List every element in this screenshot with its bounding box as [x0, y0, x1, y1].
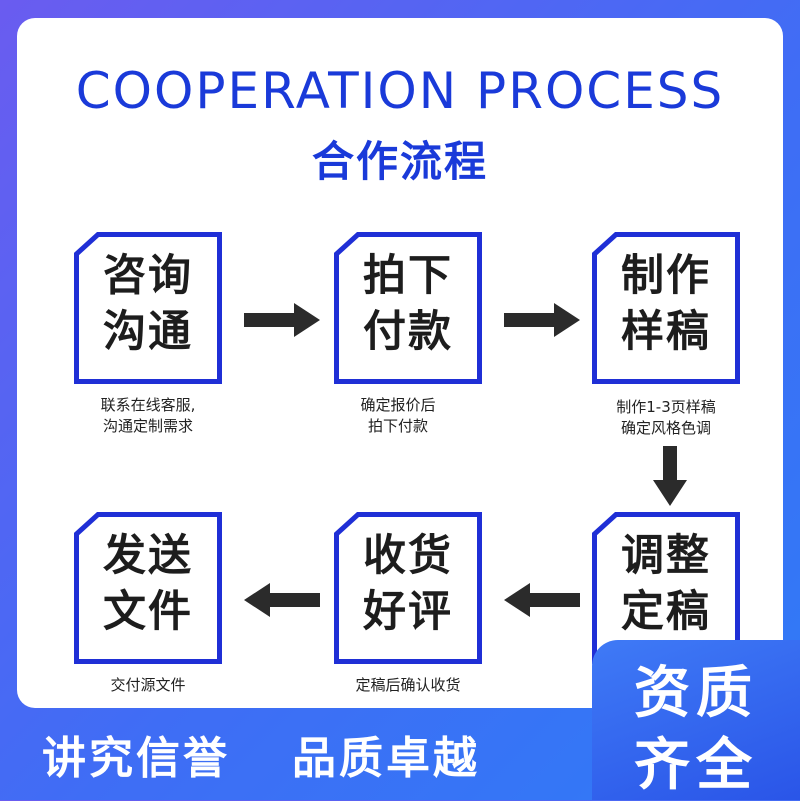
step-frame	[592, 232, 740, 384]
step-title-line2: 沟通	[103, 307, 193, 357]
step-title-line2: 样稿	[621, 307, 711, 357]
step-consult: 咨询 沟通	[74, 232, 222, 384]
step-title-line1: 发送	[103, 531, 193, 581]
step-title-line1: 收货	[363, 531, 453, 581]
step-desc-line1: 定稿后确认收货	[355, 676, 461, 694]
step-receive: 收货 好评	[334, 512, 482, 664]
step-desc-line1: 交付源文件	[110, 676, 186, 694]
step-description: 确定报价后 拍下付款	[303, 395, 493, 437]
step-title-line1: 咨询	[103, 251, 193, 301]
step-draft: 制作 样稿	[592, 232, 740, 384]
arrow-left-icon	[504, 583, 580, 617]
step-description: 制作1-3页样稿 确定风格色调	[571, 397, 761, 439]
step-title-line1: 制作	[621, 251, 711, 301]
arrow-right-icon	[504, 303, 580, 337]
step-frame	[74, 512, 222, 664]
slogan-right: 品质卓越	[292, 733, 480, 784]
arrow-right-icon	[244, 303, 320, 337]
step-title-line1: 调整	[621, 531, 711, 581]
arrow-left-icon	[244, 583, 320, 617]
step-frame	[74, 232, 222, 384]
step-pay: 拍下 付款	[334, 232, 482, 384]
title-chinese: 合作流程	[311, 137, 488, 186]
step-desc-line2: 拍下付款	[367, 417, 428, 435]
slogan-left: 讲究信誉	[42, 733, 230, 784]
title-english: COOPERATION PROCESS	[75, 62, 725, 120]
badge-line1: 资质	[634, 661, 758, 726]
step-desc-line1: 制作1-3页样稿	[616, 398, 716, 416]
step-description: 定稿后确认收货	[313, 675, 503, 696]
step-title-line2: 付款	[363, 307, 453, 357]
step-desc-line2: 确定风格色调	[620, 419, 711, 437]
step-frame	[592, 512, 740, 664]
step-frame	[334, 232, 482, 384]
arrow-down-icon	[653, 446, 687, 506]
step-frame	[334, 512, 482, 664]
step-desc-line1: 确定报价后	[360, 396, 436, 414]
step-adjust: 调整 定稿	[592, 512, 740, 664]
step-desc-line2: 沟通定制需求	[102, 417, 193, 435]
step-title-line2: 文件	[103, 587, 193, 637]
step-send-files: 发送 文件	[74, 512, 222, 664]
step-title-line2: 定稿	[621, 587, 711, 637]
step-desc-line1: 联系在线客服,	[100, 396, 196, 414]
step-description: 联系在线客服, 沟通定制需求	[53, 395, 243, 437]
step-description: 交付源文件	[53, 675, 243, 696]
step-title-line2: 好评	[363, 587, 453, 637]
step-title-line1: 拍下	[363, 251, 453, 301]
qualification-badge: 资质 齐全	[592, 640, 800, 800]
badge-line2: 齐全	[634, 733, 758, 798]
